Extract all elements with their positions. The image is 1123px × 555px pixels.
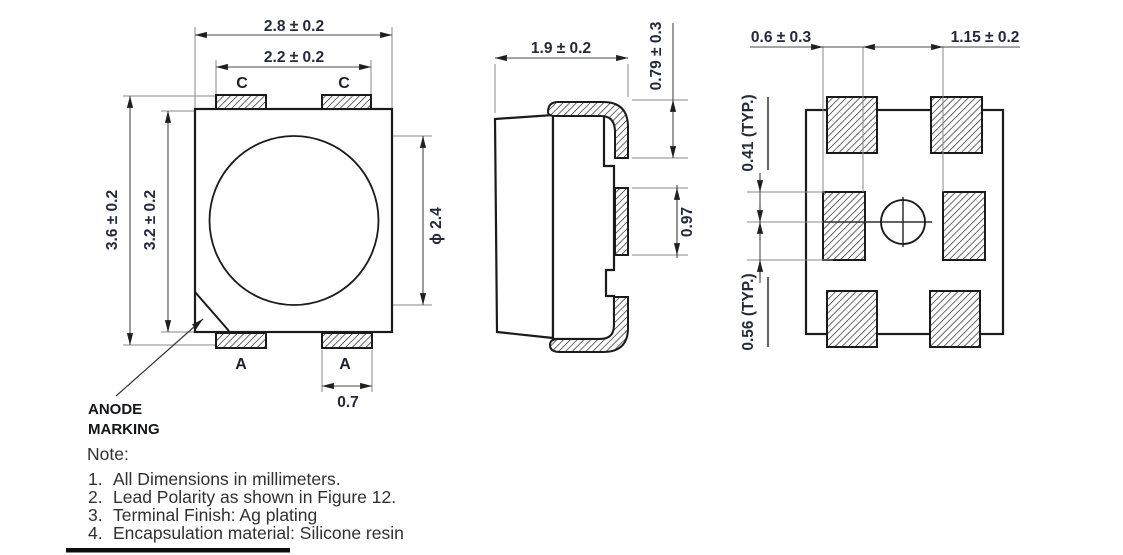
dim-offset-lower-label: 0.56 (TYP.)	[740, 273, 757, 350]
pad-top-right	[930, 96, 983, 154]
pad-bottom-left	[826, 290, 878, 348]
lens-circle	[208, 135, 380, 306]
dim-pad-span: 2.2 ± 0.2	[215, 49, 372, 71]
page-edge-bar	[66, 548, 290, 553]
notes-section: Note: 1. All Dimensions in millimeters. …	[87, 444, 404, 543]
dim-pad-span-label: 2.2 ± 0.2	[264, 49, 324, 66]
pad-middle-left	[822, 191, 866, 261]
note-item-text: Terminal Finish: Ag plating	[113, 505, 317, 525]
anode-marking-text-line2: MARKING	[88, 421, 160, 438]
anode-label-right: A	[339, 356, 351, 373]
note-item-number: 4.	[88, 523, 103, 543]
dim-lens-diameter-label: ϕ 2.4	[428, 207, 445, 245]
anode-pad-bottom-right	[321, 332, 373, 349]
note-item-number: 1.	[88, 469, 103, 489]
dim-depth-label: 1.9 ± 0.2	[531, 40, 591, 57]
top-lead-side	[546, 101, 629, 159]
dim-outer-width-label: 2.8 ± 0.2	[264, 18, 324, 35]
dim-offset-upper-label: 0.41 (TYP.)	[740, 94, 757, 171]
dim-outer-width: 2.8 ± 0.2	[194, 18, 393, 39]
cathode-pad-top-right	[321, 94, 372, 110]
note-item-number: 2.	[88, 487, 103, 507]
body-side-profile	[493, 113, 555, 340]
anode-pad-bottom-left	[215, 332, 267, 349]
bottom-lead-side	[548, 296, 629, 353]
anode-chamfer-mark	[194, 291, 230, 332]
dim-depth: 1.9 ± 0.2	[494, 40, 629, 62]
dim-lead-height-label: 0.79 ± 0.3	[648, 21, 665, 90]
bottom-view: 0.6 ± 0.3 1.15 ± 0.2 0.41 (TYP.) 0.56 (T…	[740, 29, 1020, 351]
notes-heading: Note:	[87, 444, 129, 464]
dim-pad-width-label: 0.7	[337, 394, 359, 411]
dim-lead-height: 0.79 ± 0.3	[648, 21, 677, 159]
dim-pad-height-label: 0.97	[679, 207, 696, 237]
pad-middle-right	[942, 191, 986, 261]
dim-pad-height: 0.97	[673, 185, 696, 258]
dim-body-height: 3.2 ± 0.2	[142, 110, 172, 333]
dim-pad-width-label: 0.6 ± 0.3	[751, 29, 812, 46]
package-body-top-view	[193, 107, 394, 334]
anode-label-left: A	[235, 356, 247, 373]
dim-offsets: 0.41 (TYP.) 0.56 (TYP.)	[740, 94, 769, 351]
note-item-text: Encapsulation material: Silicone resin	[113, 523, 404, 543]
body-front-face	[551, 113, 616, 341]
dim-outer-height: 3.6 ± 0.2	[104, 95, 134, 346]
dim-pad-width: 0.7	[321, 382, 373, 411]
anode-marking-leader	[115, 318, 204, 397]
note-item-number: 3.	[88, 505, 103, 525]
cathode-label-right: C	[338, 75, 350, 92]
note-item-text: All Dimensions in millimeters.	[113, 469, 341, 489]
note-item-text: Lead Polarity as shown in Figure 12.	[113, 487, 396, 507]
side-view: 1.9 ± 0.2 0.79 ± 0.3 0.97	[493, 21, 696, 353]
cathode-pad-top-left	[215, 94, 267, 110]
pad-top-left	[826, 96, 878, 154]
dim-lens-diameter: ϕ 2.4	[419, 135, 445, 306]
dim-pad-width-and-gap: 0.6 ± 0.3 1.15 ± 0.2	[750, 29, 1020, 51]
center-circle	[880, 199, 926, 245]
middle-pad-side	[614, 187, 629, 256]
cathode-label-left: C	[236, 75, 248, 92]
pad-bottom-right	[929, 290, 981, 348]
dim-outer-height-label: 3.6 ± 0.2	[104, 190, 121, 250]
anode-marking-text-line1: ANODE	[88, 401, 142, 418]
dim-pad-gap-label: 1.15 ± 0.2	[951, 29, 1020, 46]
top-view: 2.8 ± 0.2 2.2 ± 0.2 3.6 ± 0.2 3.2 ± 0.2 …	[88, 18, 445, 438]
dim-body-height-label: 3.2 ± 0.2	[142, 190, 159, 250]
